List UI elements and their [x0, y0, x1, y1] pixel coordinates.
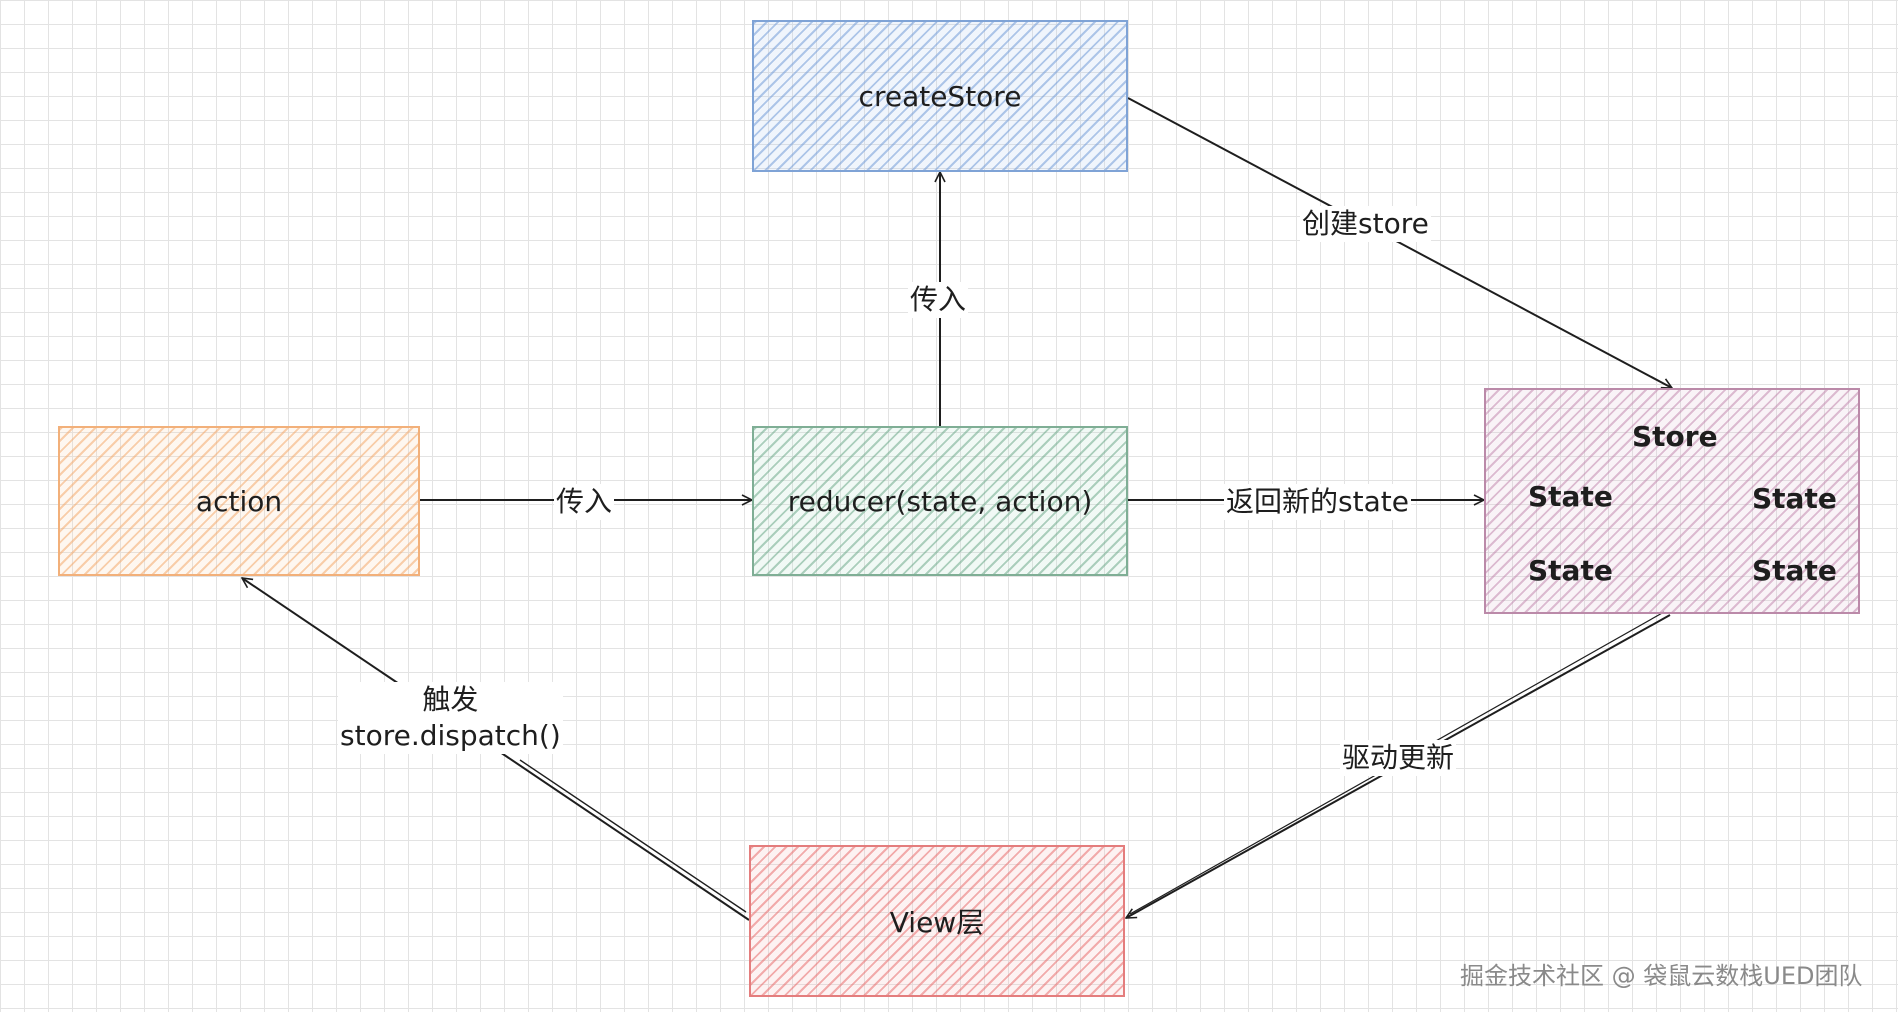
edge-label-trigger: 触发 [422, 683, 479, 716]
store-state-bottom-left: State [1528, 554, 1613, 587]
edge-label-create-store: 创建store [1300, 206, 1431, 242]
create-store-node[interactable]: createStore [752, 20, 1128, 172]
watermark: 掘金技术社区 @ 袋鼠云数栈UED团队 [1460, 962, 1863, 990]
action-label: action [195, 484, 283, 518]
edge-label-dispatch: store.dispatch() [340, 719, 561, 752]
reducer-node[interactable]: reducer(state, action) [752, 426, 1128, 576]
store-state-bottom-right: State [1752, 554, 1837, 587]
edge-label-pass-to-createstore: 传入 [908, 282, 969, 318]
edge-label-pass-to-reducer: 传入 [554, 484, 615, 520]
reducer-label: reducer(state, action) [787, 484, 1093, 518]
edge-createstore-to-store [1127, 97, 1672, 389]
view-layer-label: View层 [889, 906, 985, 939]
edge-label-drive-update: 驱动更新 [1340, 740, 1457, 776]
store-node[interactable]: Store State State State State [1484, 388, 1860, 614]
store-state-top-right: State [1752, 482, 1837, 515]
view-layer-node[interactable]: View层 [749, 845, 1125, 997]
edge-label-return-new-state: 返回新的state [1224, 484, 1411, 520]
edge-label-trigger-dispatch: 触发 store.dispatch() [338, 682, 563, 754]
edge-view-to-action-sketch [519, 759, 747, 913]
create-store-label: createStore [858, 79, 1022, 113]
store-title: Store [1632, 420, 1718, 453]
action-node[interactable]: action [58, 426, 420, 576]
store-state-top-left: State [1528, 480, 1613, 513]
